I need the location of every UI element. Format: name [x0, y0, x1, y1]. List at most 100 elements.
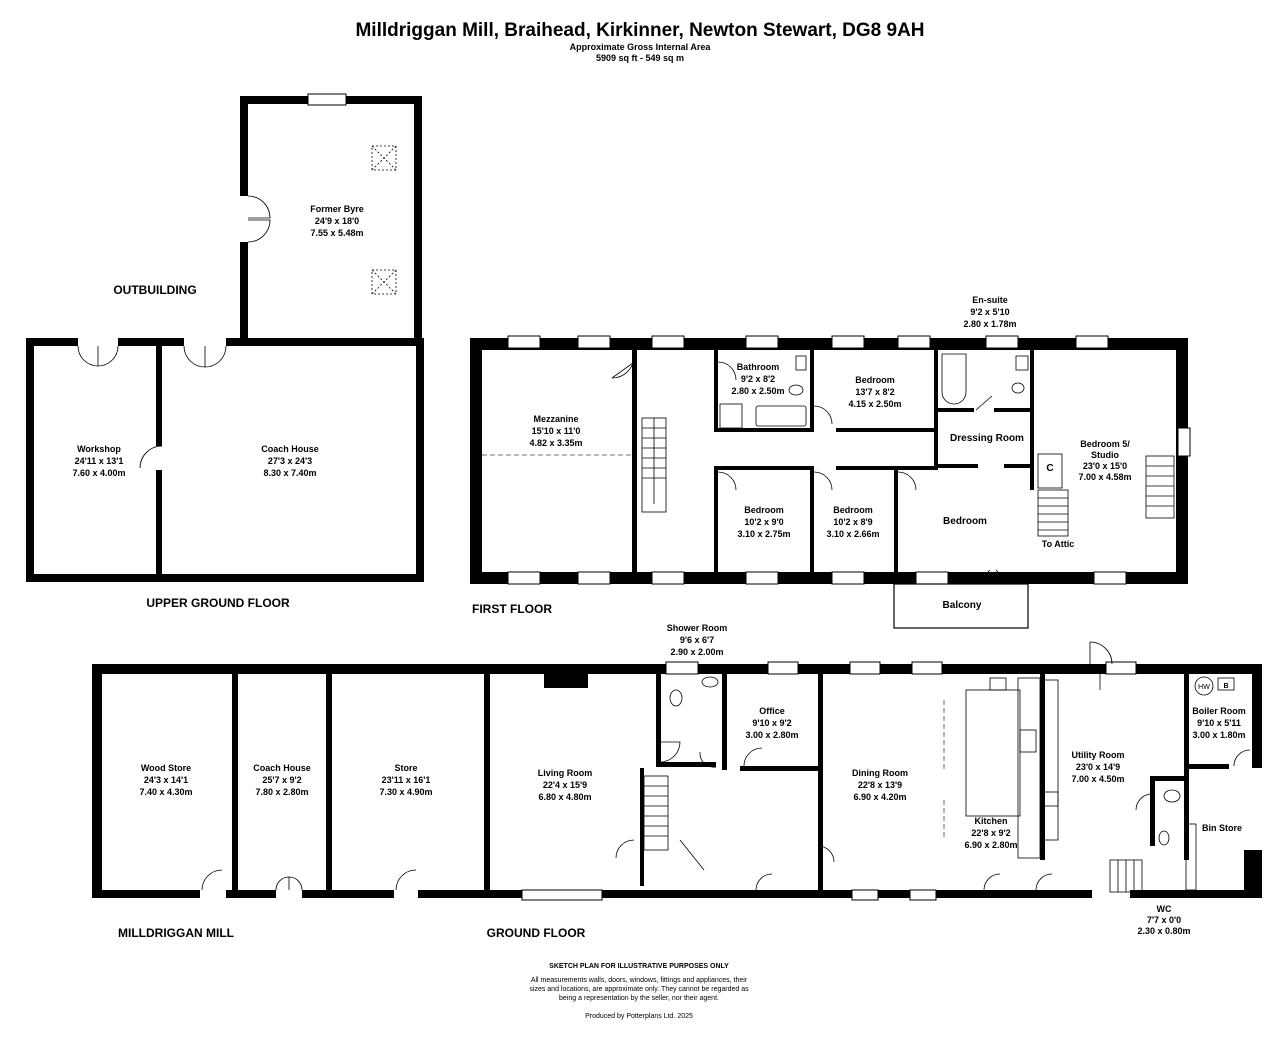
room-imperial: 7'7 x 0'0	[1147, 915, 1181, 925]
room-metric: 2.80 x 2.50m	[731, 386, 784, 396]
boiler-label: B	[1223, 683, 1228, 690]
room-wood-store: Wood Store 24'3 x 14'1 7.40 x 4.30m	[139, 763, 192, 797]
disclaimer-line-3: being a representation by the seller, no…	[559, 995, 719, 1002]
room-imperial: 15'10 x 11'0	[532, 426, 581, 436]
room-metric: 6.90 x 2.80m	[964, 840, 1017, 850]
room-imperial: 23'0 x 15'0	[1083, 461, 1127, 471]
floor-label-outbuilding: OUTBUILDING	[113, 283, 196, 297]
floor-label-ground: GROUND FLOOR	[487, 926, 586, 940]
room-name: Bedroom 5/	[1080, 439, 1130, 449]
stairs-icon	[1109, 859, 1143, 893]
first-floor-plan	[470, 335, 1191, 629]
room-shower-name: Shower Room	[667, 623, 728, 633]
room-metric: 6.80 x 4.80m	[538, 792, 591, 802]
room-bedroom-lower-1: Bedroom 10'2 x 9'0 3.10 x 2.75m	[737, 505, 790, 539]
room-name: Dining Room	[852, 768, 908, 778]
room-coach-house-ground: Coach House 25'7 x 9'2 7.80 x 2.80m	[253, 763, 311, 797]
stairs-icon	[643, 775, 669, 851]
room-imperial: 9'2 x 8'2	[741, 374, 775, 384]
room-imperial: 23'11 x 16'1	[382, 775, 431, 785]
stairs-icon	[1145, 455, 1175, 519]
room-store: Store 23'11 x 16'1 7.30 x 4.90m	[379, 763, 432, 797]
room-imperial: 25'7 x 9'2	[262, 775, 301, 785]
area-value: 5909 sq ft - 549 sq m	[596, 53, 684, 63]
sketch-notice: SKETCH PLAN FOR ILLUSTRATIVE PURPOSES ON…	[549, 963, 729, 970]
room-name: Wood Store	[141, 763, 191, 773]
room-metric: 3.00 x 2.80m	[745, 730, 798, 740]
room-balcony: Balcony	[943, 600, 982, 611]
room-metric: 7.00 x 4.50m	[1071, 774, 1124, 784]
room-metric: 6.90 x 4.20m	[853, 792, 906, 802]
room-name: Kitchen	[974, 816, 1007, 826]
room-bedroom-top: Bedroom 13'7 x 8'2 4.15 x 2.50m	[848, 375, 901, 409]
plan-title: Milldriggan Mill, Braihead, Kirkinner, N…	[355, 20, 924, 41]
room-metric: 4.82 x 3.35m	[529, 438, 582, 448]
room-name: Bathroom	[737, 362, 780, 372]
floor-label-upper-ground: UPPER GROUND FLOOR	[146, 596, 290, 610]
room-office: Office 9'10 x 9'2 3.00 x 2.80m	[745, 706, 798, 740]
room-shower-metric: 2.90 x 2.00m	[670, 647, 723, 657]
room-cupboard: C	[1046, 463, 1053, 474]
ground-floor-plan	[92, 641, 1262, 901]
skylight-icon	[371, 269, 397, 295]
outbuilding-plan	[26, 93, 424, 582]
room-imperial: 24'3 x 14'1	[144, 775, 188, 785]
room-dining-room: Dining Room 22'8 x 13'9 6.90 x 4.20m	[852, 768, 908, 802]
room-name: Coach House	[261, 444, 319, 454]
room-metric: 2.30 x 0.80m	[1137, 926, 1190, 936]
room-imperial: 22'8 x 13'9	[858, 780, 902, 790]
room-metric: 8.30 x 7.40m	[263, 468, 316, 478]
room-imperial: 27'3 x 24'3	[268, 456, 312, 466]
room-bedroom-lower-3: Bedroom	[943, 516, 987, 527]
room-kitchen: Kitchen 22'8 x 9'2 6.90 x 2.80m	[964, 816, 1017, 850]
room-imperial: 10'2 x 8'9	[833, 517, 872, 527]
room-imperial: 13'7 x 8'2	[855, 387, 894, 397]
room-metric: 3.00 x 1.80m	[1192, 730, 1245, 740]
room-metric: 7.00 x 4.58m	[1078, 472, 1131, 482]
room-name: Bedroom	[833, 505, 873, 515]
room-dressing-room: Dressing Room	[950, 433, 1024, 444]
room-boiler-room: Boiler Room 9'10 x 5'11 3.00 x 1.80m	[1192, 706, 1246, 740]
room-imperial: 22'4 x 15'9	[543, 780, 587, 790]
room-name: Store	[394, 763, 417, 773]
room-imperial: 9'10 x 9'2	[752, 718, 791, 728]
room-name: Bedroom	[744, 505, 784, 515]
room-living-room: Living Room 22'4 x 15'9 6.80 x 4.80m	[538, 768, 593, 802]
room-workshop: Workshop 24'11 x 13'1 7.60 x 4.00m	[72, 444, 125, 478]
room-metric: 3.10 x 2.66m	[826, 529, 879, 539]
room-imperial: 23'0 x 14'9	[1076, 762, 1120, 772]
room-bedroom-lower-2: Bedroom 10'2 x 8'9 3.10 x 2.66m	[826, 505, 879, 539]
room-metric: 7.60 x 4.00m	[72, 468, 125, 478]
attic-access-label: To Attic	[1042, 539, 1075, 549]
room-former-byre: Former Byre 24'9 x 18'0 7.55 x 5.48m	[310, 204, 364, 238]
room-bin-store: Bin Store	[1202, 823, 1242, 833]
room-name: Boiler Room	[1192, 706, 1246, 716]
room-metric: 3.10 x 2.75m	[737, 529, 790, 539]
room-name: En-suite	[972, 295, 1008, 305]
room-imperial: 22'8 x 9'2	[971, 828, 1010, 838]
room-utility-room: Utility Room 23'0 x 14'9 7.00 x 4.50m	[1071, 750, 1124, 784]
room-imperial: 24'9 x 18'0	[315, 216, 359, 226]
room-metric: 7.30 x 4.90m	[379, 787, 432, 797]
room-metric: 4.15 x 2.50m	[848, 399, 901, 409]
floor-label-first: FIRST FLOOR	[472, 602, 552, 616]
floor-label-milldriggan-mill: MILLDRIGGAN MILL	[118, 926, 234, 940]
room-name: Office	[759, 706, 785, 716]
stairs-icon	[1037, 489, 1069, 537]
room-metric: 7.40 x 4.30m	[139, 787, 192, 797]
room-imperial: 24'11 x 13'1	[75, 456, 124, 466]
room-imperial: 10'2 x 9'0	[744, 517, 783, 527]
producer-credit: Produced by Potterplans Ltd. 2025	[585, 1013, 693, 1020]
disclaimer-line-1: All measurements walls, doors, windows, …	[531, 977, 748, 984]
room-metric: 2.80 x 1.78m	[963, 319, 1016, 329]
room-imperial: 9'2 x 5'10	[970, 307, 1009, 317]
room-en-suite: En-suite 9'2 x 5'10 2.80 x 1.78m	[963, 295, 1016, 329]
room-name: Mezzanine	[533, 414, 578, 424]
room-bedroom-5-studio: Bedroom 5/ Studio 23'0 x 15'0 7.00 x 4.5…	[1078, 439, 1131, 482]
room-name: Living Room	[538, 768, 593, 778]
room-name: Workshop	[77, 444, 121, 454]
room-wc: WC 7'7 x 0'0 2.30 x 0.80m	[1137, 904, 1190, 936]
room-coach-house-upper: Coach House 27'3 x 24'3 8.30 x 7.40m	[261, 444, 319, 478]
hot-water-tank-label: HW	[1198, 684, 1210, 691]
